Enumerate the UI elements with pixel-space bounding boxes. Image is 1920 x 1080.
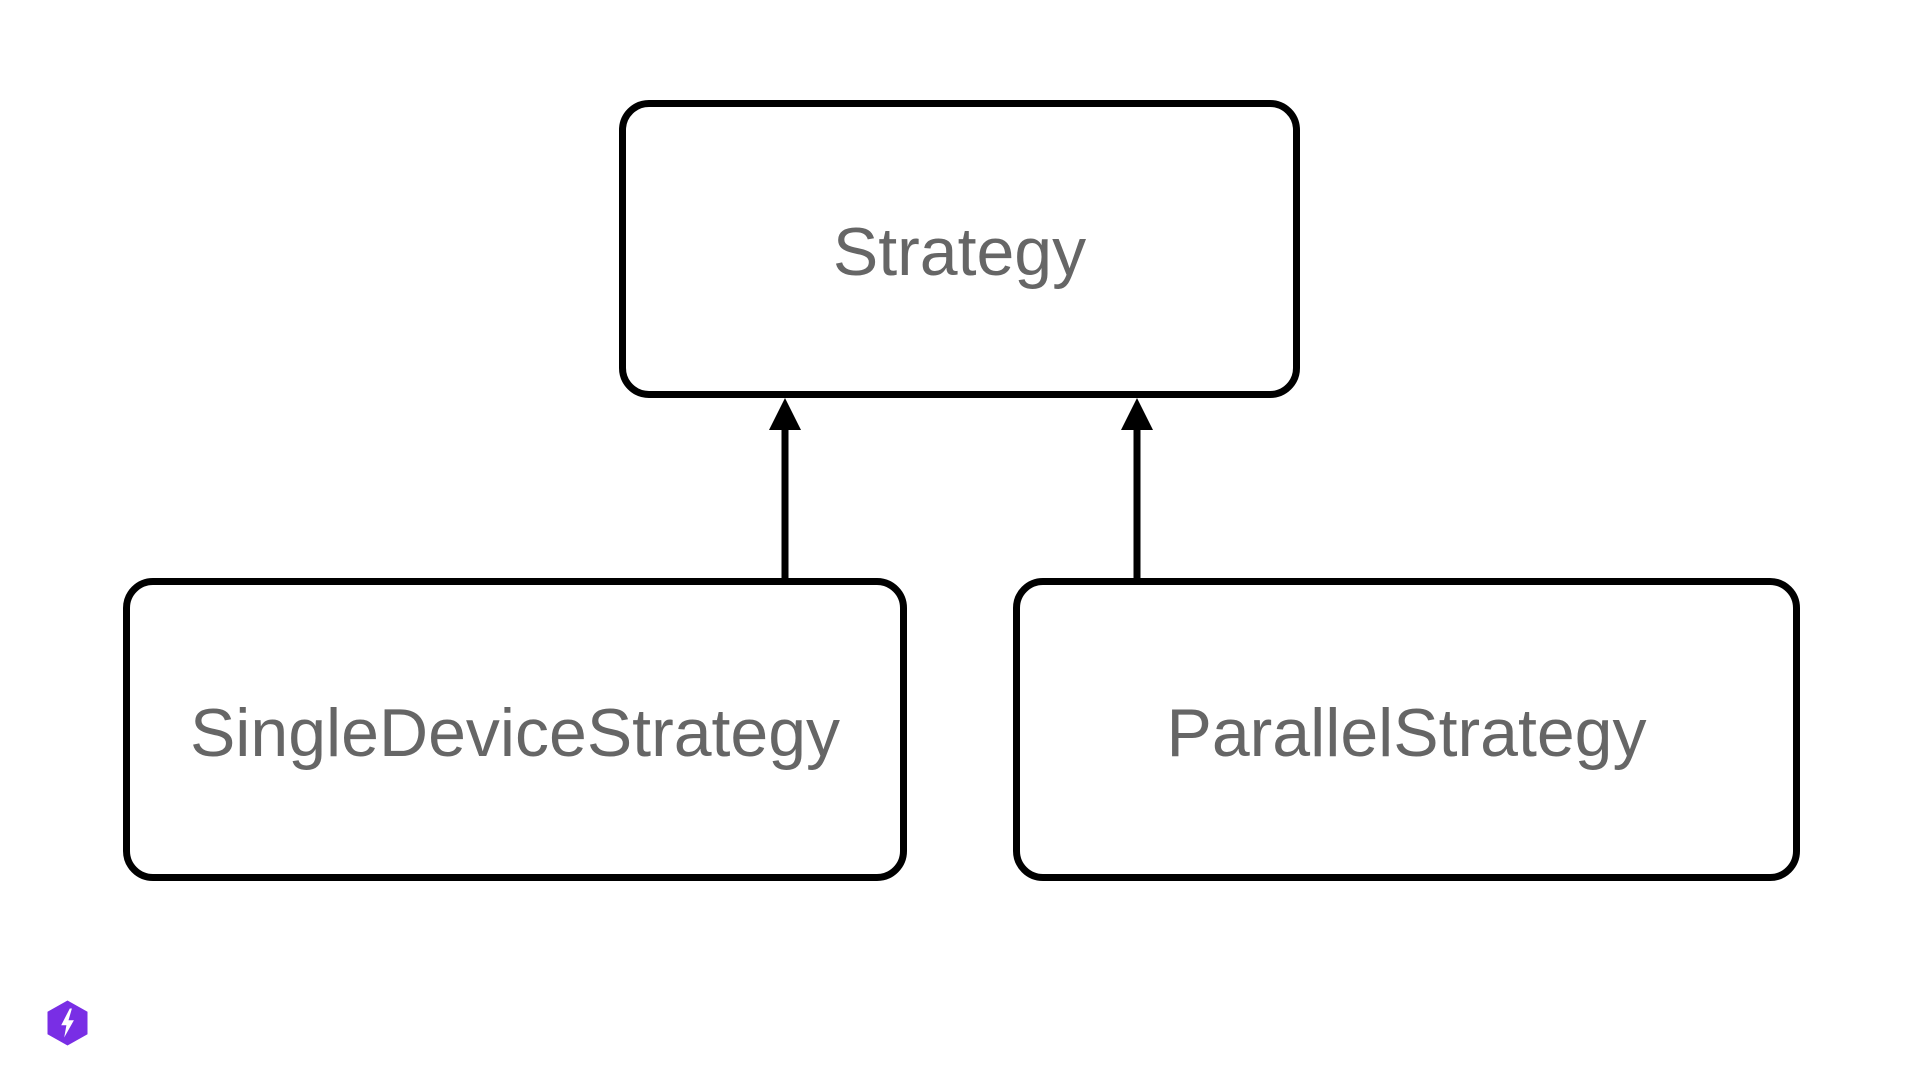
lightning-logo-icon (47, 1000, 88, 1046)
node-parallel-strategy-label: ParallelStrategy (1166, 694, 1647, 771)
inheritance-arrow-parallel-to-strategy (1121, 398, 1153, 578)
inheritance-arrow-single-device-to-strategy (769, 398, 801, 578)
node-strategy: Strategy (619, 100, 1300, 398)
arrowhead-up-icon (769, 398, 801, 430)
node-parallel-strategy: ParallelStrategy (1013, 578, 1800, 881)
node-single-device-strategy-label: SingleDeviceStrategy (189, 694, 841, 771)
arrowhead-up-icon (1121, 398, 1153, 430)
node-strategy-label: Strategy (832, 214, 1087, 290)
lightning-bolt-icon (61, 1008, 74, 1038)
node-single-device-strategy: SingleDeviceStrategy (123, 578, 907, 881)
